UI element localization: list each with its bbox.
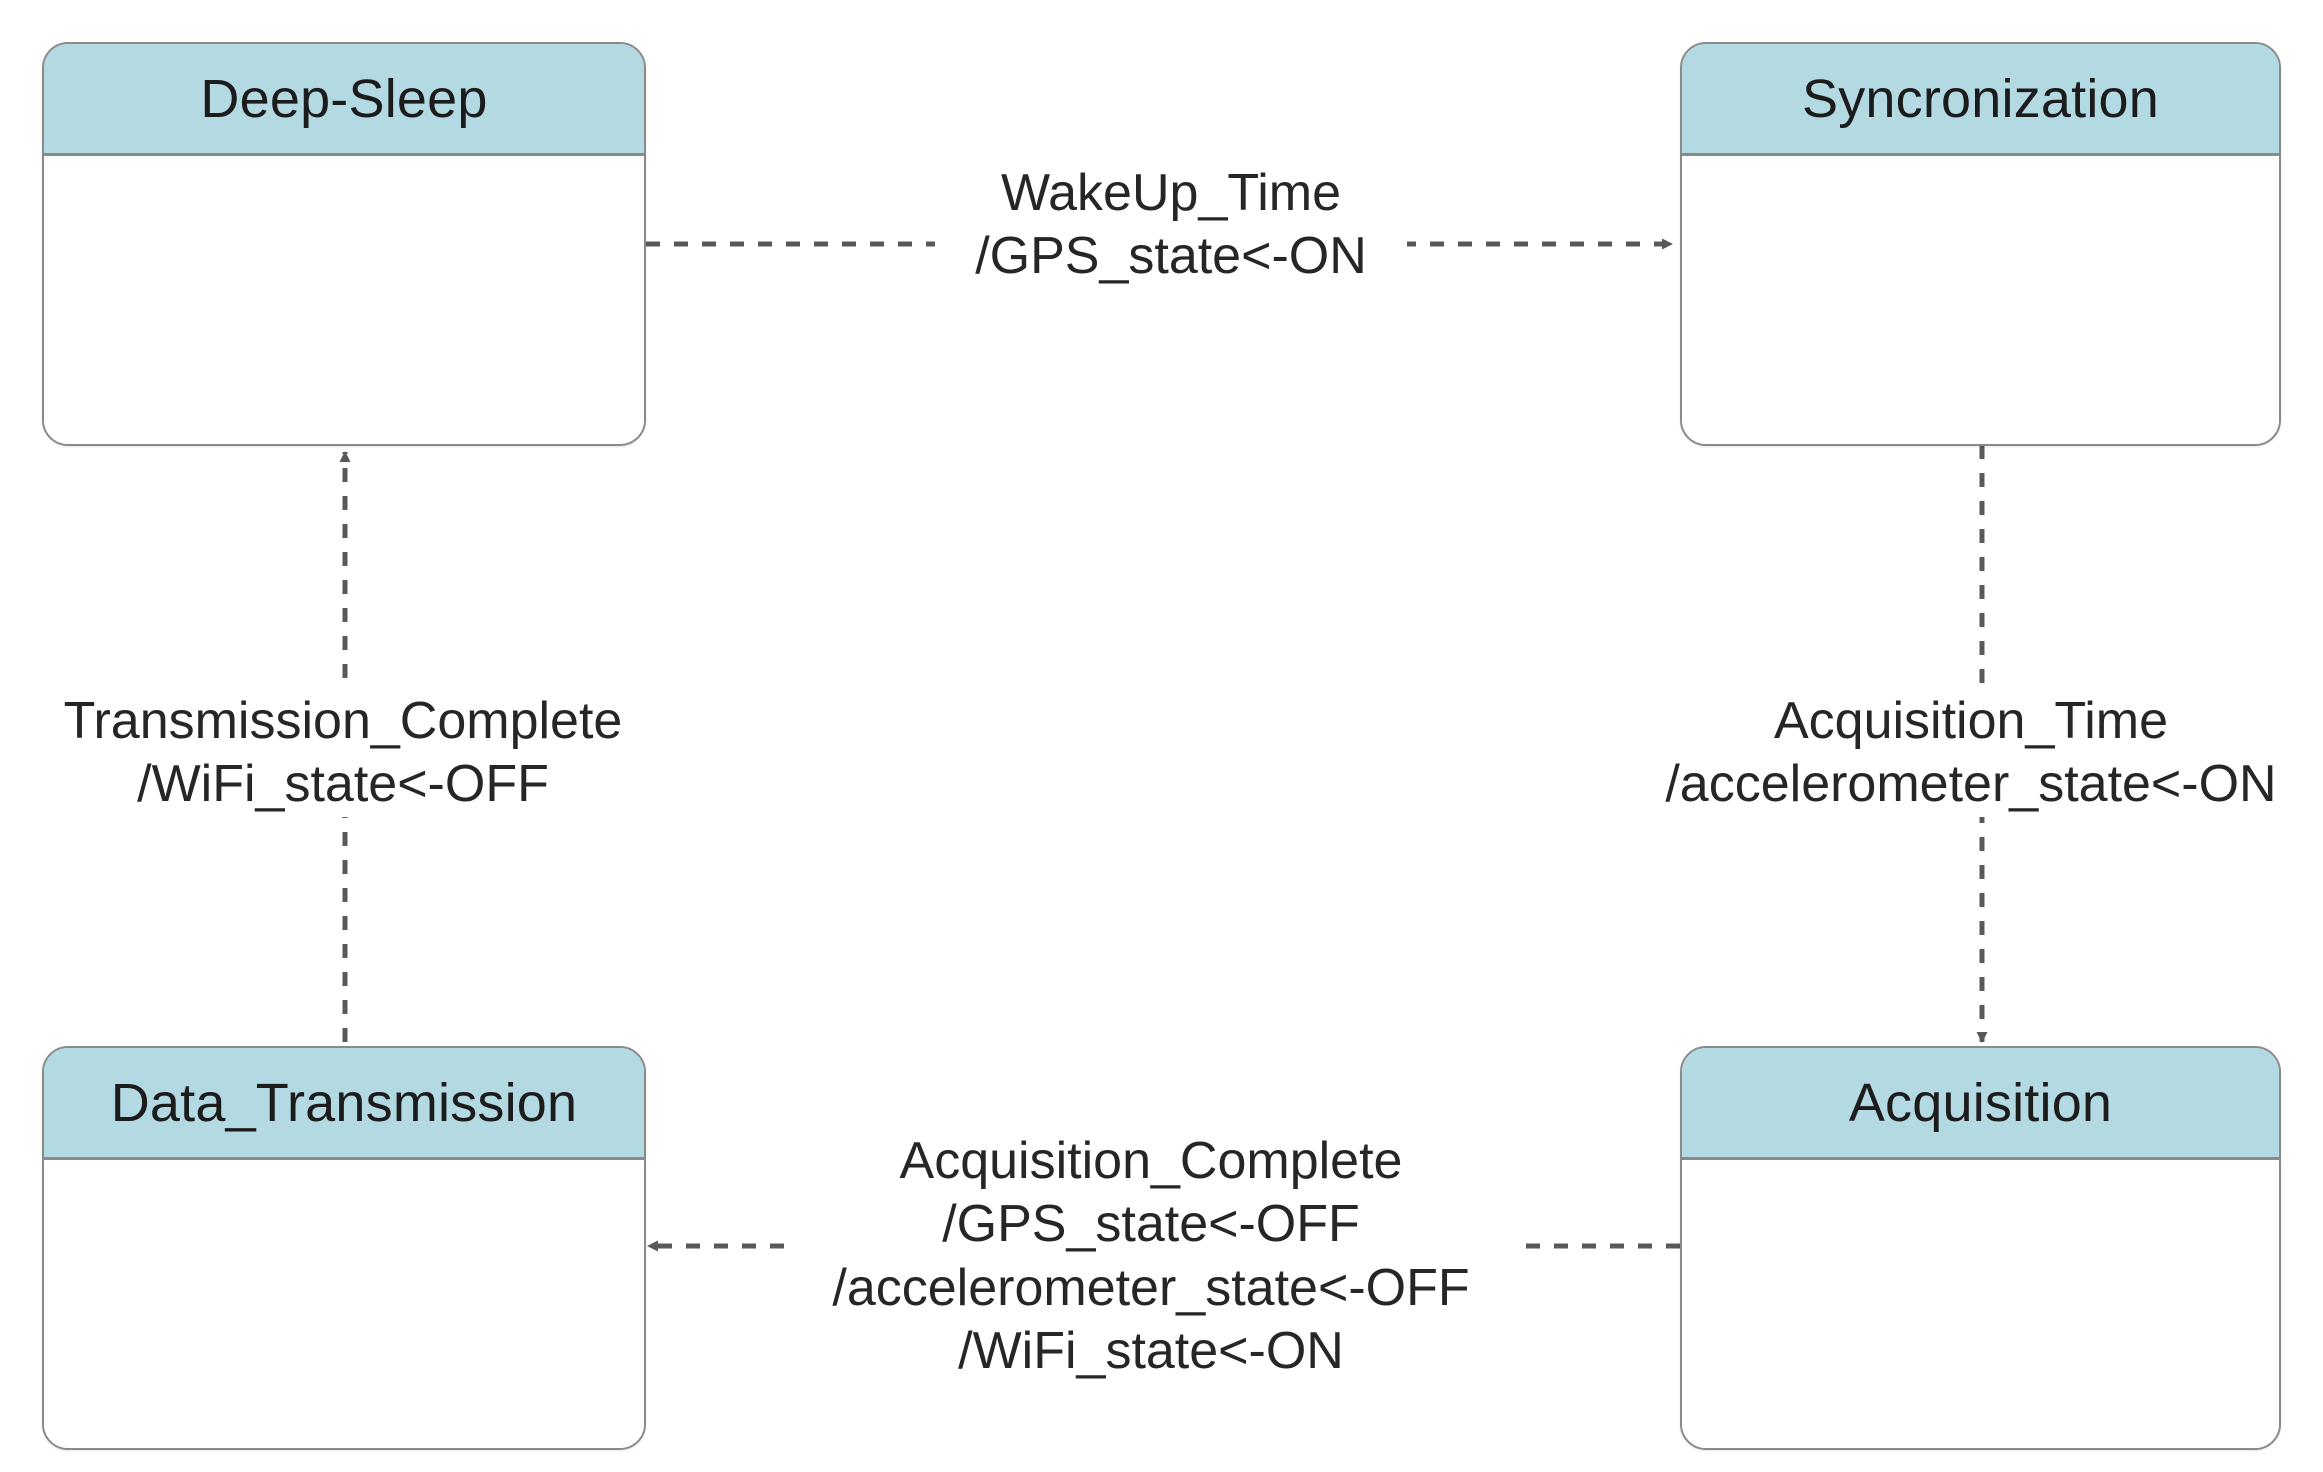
state-title-data-transmission: Data_Transmission [110,1072,578,1133]
edge-label-acquisition-complete-line-1: Acquisition_Complete [899,1132,1403,1190]
state-header-syncronization: Syncronization [1682,44,2279,156]
edge-label-acquisition-time-line-1: Acquisition_Time [1773,692,2168,750]
state-node-data-transmission[interactable]: Data_Transmission [42,1046,646,1450]
edge-label-acquisition-complete: Acquisition_Complete /GPS_state<-OFF /ac… [790,1130,1512,1384]
state-header-acquisition: Acquisition [1682,1048,2279,1160]
state-title-acquisition: Acquisition [1848,1072,2113,1133]
state-header-data-transmission: Data_Transmission [44,1048,644,1160]
state-body-data-transmission [44,1160,644,1448]
state-body-deep-sleep [44,156,644,444]
edge-label-transmission-complete-line-2: /WiFi_state<-OFF [137,755,549,814]
state-body-acquisition [1682,1160,2279,1448]
edge-label-acquisition-complete-line-3: /accelerometer_state<-OFF [832,1258,1470,1317]
state-title-syncronization: Syncronization [1802,68,2159,129]
edge-label-acquisition-complete-line-4: /WiFi_state<-ON [958,1322,1344,1381]
state-node-syncronization[interactable]: Syncronization [1680,42,2281,446]
state-node-deep-sleep[interactable]: Deep-Sleep [42,42,646,446]
edge-label-transmission-complete-line-1: Transmission_Complete [63,692,623,750]
edge-label-acquisition-complete-line-2: /GPS_state<-OFF [942,1195,1360,1254]
edge-label-acquisition-time: Acquisition_Time /accelerometer_state<-O… [1607,690,2323,817]
edge-label-wakeup-line-2: /GPS_state<-ON [975,227,1367,286]
state-title-deep-sleep: Deep-Sleep [200,68,488,129]
edge-label-wakeup: WakeUp_Time /GPS_state<-ON [935,162,1407,289]
state-node-acquisition[interactable]: Acquisition [1680,1046,2281,1450]
edge-label-wakeup-line-1: WakeUp_Time [1000,164,1341,222]
edge-label-acquisition-time-line-2: /accelerometer_state<-ON [1665,755,2277,814]
state-header-deep-sleep: Deep-Sleep [44,44,644,156]
edge-label-transmission-complete: Transmission_Complete /WiFi_state<-OFF [22,690,664,817]
state-body-syncronization [1682,156,2279,444]
